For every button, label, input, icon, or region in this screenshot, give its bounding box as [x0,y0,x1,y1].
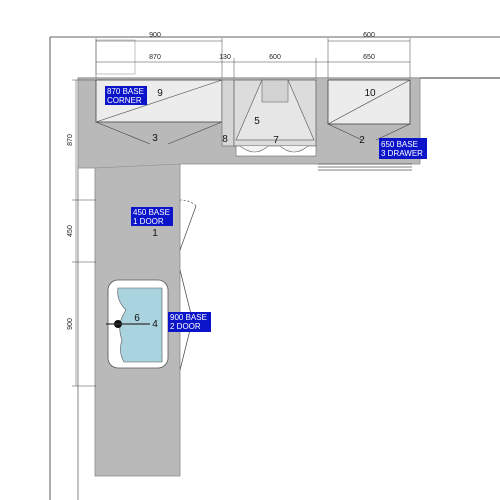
label-450-bg [131,207,173,226]
unit-number-2: 2 [359,135,365,146]
label-650-line1: 650 BASE [381,140,418,149]
dim-600-text: 600 [363,32,375,39]
label-650-drawer: 650 BASE 3 DRAWER [379,138,427,159]
dim-left-450-text: 450 [67,225,74,237]
hob-front-bar [235,145,317,157]
hob-burner-right [279,145,309,153]
drawer-door-left [327,123,363,141]
sink [106,279,169,369]
label-900-line2: 2 DOOR [170,322,201,331]
hob-burner-left [239,145,269,153]
label-corner-line1: 870 BASE [107,87,144,96]
corner-door-right [167,121,223,145]
dim-left-870-text: 870 [67,134,74,146]
unit-number-8: 8 [222,134,228,145]
label-450-door: 450 BASE 1 DOOR [131,207,173,226]
label-900-bg [168,312,211,332]
countertop [77,77,421,477]
drawer-base-unit [318,79,412,171]
unit-number-5: 5 [254,116,260,127]
cabinet-labels: 870 BASE CORNER 450 BASE 1 DOOR 900 BASE… [105,86,427,332]
dim-900-text: 900 [149,32,161,39]
drawer-door-right [375,123,411,141]
unit-number-7: 7 [273,135,279,146]
label-450-line2: 1 DOOR [133,217,164,226]
label-900-line1: 900 BASE [170,313,207,322]
countertop-shape [77,77,421,477]
unit-number-6: 6 [134,313,140,324]
label-650-bg [379,138,427,159]
dim-130-text: 130 [219,54,231,61]
countertop-edge-line [94,163,181,169]
dimension-lines [72,38,411,387]
door-450-arc [179,199,197,207]
dim-870-text: 870 [149,54,161,61]
door-900-leaf-upper [179,269,193,319]
corner-unit-diagonal [95,79,223,123]
unit-number-4: 4 [152,319,158,330]
unit-number-9: 9 [157,88,163,99]
unit-number-1: 1 [152,228,158,239]
unit-number-3: 3 [152,133,158,144]
dim-600-detail-text: 600 [269,54,281,61]
door-450-leaf [179,205,197,251]
corner-unit-back-panel [95,39,136,75]
label-450-line1: 450 BASE [133,208,170,217]
label-corner-bg [105,86,147,105]
label-650-line2: 3 DRAWER [381,149,423,158]
sink-bowl [117,287,163,363]
dim-650-text: 650 [363,54,375,61]
cooker-hood-unit [233,79,317,157]
dim-left-900-text: 900 [67,318,74,330]
drawer-unit-diagonal [327,79,411,125]
label-corner-line2: CORNER [107,96,142,105]
dimension-text: 900 600 870 130 600 650 870 450 900 [67,32,375,330]
unit-numbers: 9 3 8 5 7 10 2 1 6 4 [134,88,376,330]
label-900-door: 900 BASE 2 DOOR [168,312,211,332]
unit-number-10: 10 [364,88,376,99]
door-swings [179,199,197,371]
corner-door-left [95,121,151,145]
label-corner-base: 870 BASE CORNER [105,86,147,105]
hood-top [261,79,289,103]
